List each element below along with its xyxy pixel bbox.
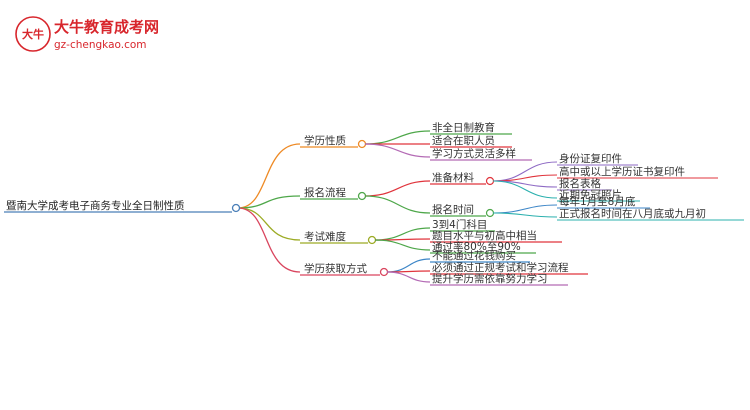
connector [364, 130, 431, 145]
logo-badge-icon [15, 16, 51, 52]
connector-root-b1 [237, 143, 301, 209]
connector [492, 204, 558, 214]
branch-exam-difficulty: 考试难度 [304, 230, 346, 243]
connector-root-b4 [237, 207, 301, 273]
branch-junction [357, 191, 367, 201]
connector [364, 143, 431, 158]
connector [386, 271, 431, 283]
connector [364, 180, 431, 197]
sub-junction [485, 176, 495, 186]
brand-name: 大牛教育成考网 [54, 18, 159, 36]
sub-prepare-materials: 准备材料 [432, 171, 474, 184]
connector [374, 239, 431, 251]
logo-glyph: 大牛 [22, 27, 44, 41]
leaf: 身份证复印件 [559, 152, 622, 165]
leaf: 提升学历需依靠努力学习 [432, 272, 548, 285]
branch-junction [379, 267, 389, 277]
connector-root-b3 [237, 207, 301, 241]
branch-junction [357, 139, 367, 149]
leaf: 高中或以上学历证书复印件 [559, 165, 685, 178]
branch-degree-acquisition: 学历获取方式 [304, 262, 367, 275]
leaf: 每年1月至8月底 [559, 195, 636, 208]
leaf: 适合在职人员 [432, 134, 495, 147]
branch-education-nature: 学历性质 [304, 134, 346, 147]
leaf: 学习方式灵活多样 [432, 147, 516, 160]
sub-junction [485, 208, 495, 218]
leaf: 近期免冠照片 [559, 188, 622, 201]
connector-root-b2 [237, 195, 301, 209]
root-junction [231, 203, 241, 213]
leaf: 通过率80%至90% [432, 240, 521, 253]
connector [374, 227, 431, 241]
branch-junction [367, 235, 377, 245]
branch-registration-process: 报名流程 [304, 186, 346, 199]
brand-url: gz-chengkao.com [54, 39, 147, 51]
connector [386, 258, 431, 273]
leaf: 必须通过正规考试和学习流程 [432, 261, 569, 274]
sub-registration-time: 报名时间 [432, 203, 474, 216]
leaf: 3到4门科目 [432, 218, 487, 231]
connector [492, 180, 558, 199]
leaf: 不能通过花钱购买 [432, 249, 516, 262]
leaf: 报名表格 [559, 177, 601, 190]
leaf: 非全日制教育 [432, 121, 495, 134]
connector [364, 195, 431, 214]
leaf: 正式报名时间在八月底或九月初 [559, 207, 706, 220]
brand-logo: 大牛 大牛教育成考网 gz-chengkao.com [15, 16, 159, 52]
connector [492, 212, 558, 218]
root-node: 暨南大学成考电子商务专业全日制性质 [6, 199, 185, 212]
leaf: 题目水平与初高中相当 [432, 229, 537, 242]
